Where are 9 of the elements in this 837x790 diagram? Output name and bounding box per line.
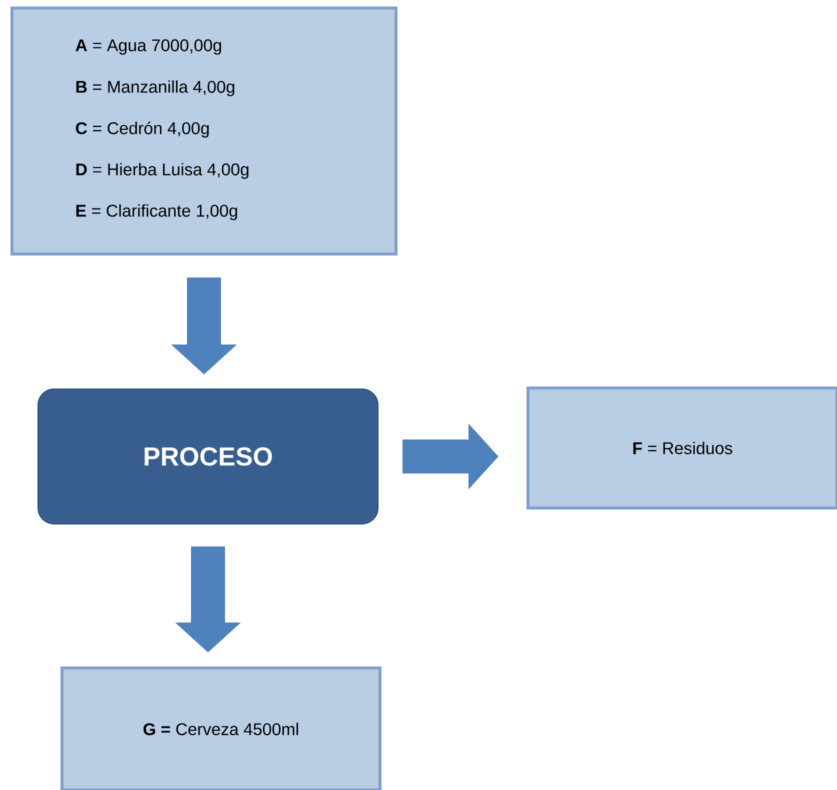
output-box: F = Residuos bbox=[526, 386, 837, 510]
ingredient-text: C = Cedrón 4,00g bbox=[76, 122, 209, 138]
process-box: PROCESO bbox=[38, 388, 378, 524]
ingredient-text: D = Hierba Luisa 4,00g bbox=[76, 162, 248, 179]
ingredient-text: A = Agua 7000,00g bbox=[76, 39, 222, 55]
ingredient-box bbox=[10, 6, 398, 256]
ingredient-text: B = Manzanilla 4,00g bbox=[76, 80, 234, 96]
output-box: G = Cerveza 4500ml bbox=[60, 666, 382, 790]
ingredient-text: E = Clarificante 1,00g bbox=[76, 204, 238, 220]
